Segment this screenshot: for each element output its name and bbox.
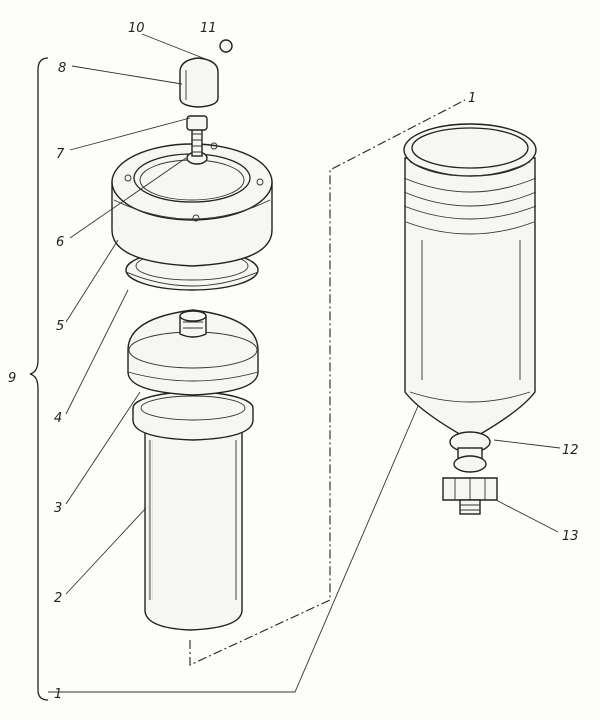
leader-3 [65,391,141,505]
leader-8 [71,65,183,85]
part-7-screw [186,115,208,165]
label-2: 2 [54,591,62,606]
leader-12 [493,439,561,449]
part-3-collar [132,391,254,441]
part-13-fitting [442,477,498,515]
label-1-top: 1 [468,91,476,106]
part-8-cap-nut [179,57,219,108]
leader-2 [65,507,147,595]
label-11: 11 [200,21,217,36]
part-11-ball [219,39,233,53]
label-7: 7 [56,147,65,162]
label-1-bottom: 1 [54,687,62,702]
leader-13 [495,499,559,533]
leader-5 [65,239,119,323]
part-12-union [449,431,491,473]
leader-4 [65,289,129,415]
label-5: 5 [56,319,64,334]
leader-6 [69,157,187,239]
part-1-bowl [403,123,537,441]
part-6-threaded-ring [111,142,273,267]
label-3: 3 [54,501,62,516]
label-9: 9 [8,371,16,386]
part-2-inner-cylinder [144,431,243,631]
part-4-diaphragm [127,309,259,396]
label-12: 12 [562,443,579,458]
label-8: 8 [58,61,66,76]
leader-10 [141,33,209,61]
label-10: 10 [128,21,145,36]
group-brace [29,57,49,701]
leader-7 [69,117,191,151]
label-13: 13 [562,529,579,544]
label-6: 6 [56,235,64,250]
label-4: 4 [54,411,62,426]
